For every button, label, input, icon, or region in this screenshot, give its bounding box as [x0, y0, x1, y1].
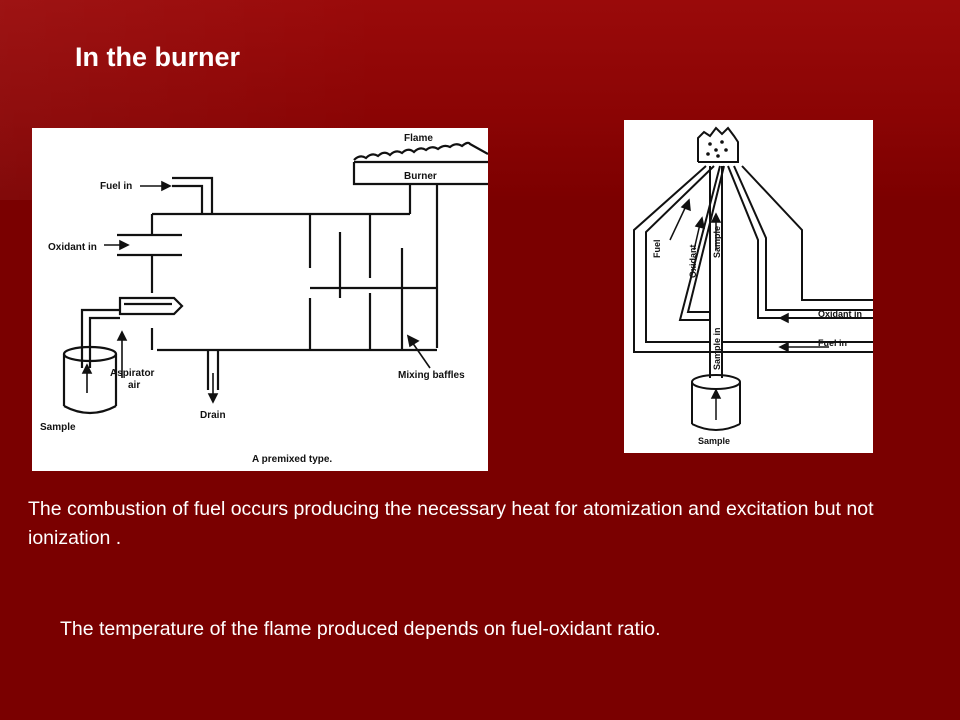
- aspirator-air-arrow: [116, 330, 128, 341]
- sample-up-arrow-top: [710, 212, 722, 223]
- fuel-in-arrow: [778, 341, 789, 353]
- label-sample-in: Sample in: [712, 327, 722, 370]
- label-sample-bottom: Sample: [698, 436, 730, 446]
- aspirator-nozzle: [118, 296, 184, 316]
- label-flame: Flame: [404, 133, 433, 144]
- label-mixing-baffles: Mixing baffles: [398, 370, 465, 381]
- label-aspirator: Aspirator: [110, 368, 155, 379]
- label-oxidant-in: Oxidant in: [48, 242, 97, 253]
- label-oxidant-in: Oxidant in: [818, 309, 862, 319]
- label-burner: Burner: [404, 171, 437, 182]
- oxidant-in-arrow: [778, 312, 789, 324]
- premixed-burner-diagram: Flame Burner Fuel in Oxidant in Aspirato…: [32, 128, 488, 471]
- flame-outline: [697, 126, 739, 163]
- oxidant-in-arrow: [119, 239, 130, 251]
- sample-up-arrow: [81, 363, 93, 374]
- label-air: air: [128, 380, 140, 391]
- sample-up-arrow-bottom: [710, 388, 722, 399]
- label-sample: Sample: [40, 422, 76, 433]
- label-fuel-in: Fuel in: [100, 181, 132, 192]
- flame-droplets: [706, 140, 728, 158]
- slide-title: In the burner: [75, 42, 241, 72]
- burner-head: [352, 162, 488, 186]
- figure-caption: A premixed type.: [252, 454, 332, 465]
- label-oxidant: Oxidant: [688, 244, 698, 278]
- oxidant-arrow: [694, 216, 705, 230]
- mixing-baffles-arrow: [406, 334, 420, 348]
- fuel-in-pipe: [172, 176, 214, 214]
- flame-shape: [353, 141, 488, 161]
- oxidant-channel: [678, 165, 721, 321]
- drain-arrow: [207, 393, 219, 404]
- label-fuel-in: Fuel in: [818, 338, 847, 348]
- fuel-in-arrow: [161, 180, 172, 192]
- paragraph-temperature: The temperature of the flame produced de…: [60, 618, 661, 640]
- fuel-arrow: [680, 198, 691, 212]
- label-drain: Drain: [200, 410, 226, 421]
- sample-beaker-top: [691, 374, 741, 390]
- total-consumption-burner-diagram: Fuel Oxidant Sample Sample in Oxidant in…: [624, 120, 873, 453]
- paragraph-combustion: The combustion of fuel occurs producing …: [28, 498, 874, 549]
- label-fuel: Fuel: [652, 239, 662, 258]
- label-sample-vertical: Sample: [712, 226, 722, 258]
